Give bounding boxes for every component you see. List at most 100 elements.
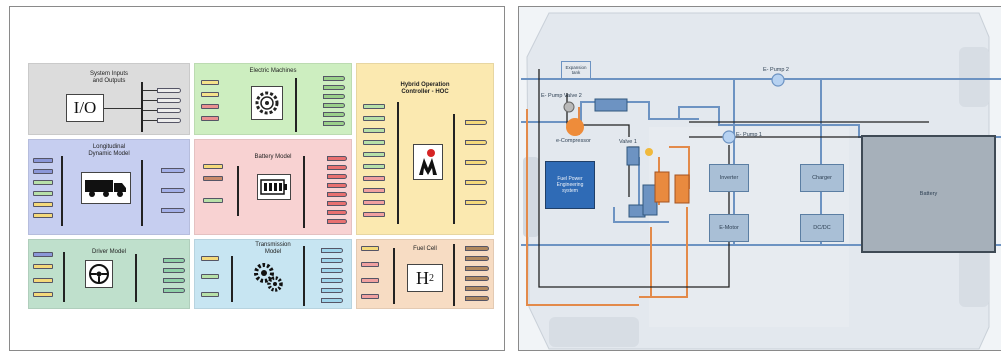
input-port[interactable]	[201, 80, 219, 85]
input-port[interactable]	[33, 169, 53, 174]
input-port[interactable]	[33, 158, 53, 163]
input-port[interactable]	[363, 128, 385, 133]
output-port[interactable]	[465, 266, 489, 271]
output-port[interactable]	[327, 183, 347, 188]
block-longitudinal-dynamic-model[interactable]: Longitudinal Dynamic Model	[28, 139, 190, 235]
output-port[interactable]	[321, 268, 343, 273]
output-port[interactable]	[465, 256, 489, 261]
output-port[interactable]	[321, 258, 343, 263]
e-pump-2-icon	[771, 73, 785, 87]
output-port[interactable]	[321, 288, 343, 293]
output-port[interactable]	[327, 165, 347, 170]
input-port[interactable]	[33, 180, 53, 185]
output-port[interactable]	[465, 296, 489, 301]
output-port[interactable]	[327, 192, 347, 197]
input-port[interactable]	[361, 278, 379, 283]
input-port[interactable]	[361, 294, 379, 299]
block-electric-machines[interactable]: Electric Machines	[194, 63, 352, 135]
input-port[interactable]	[201, 104, 219, 109]
input-port[interactable]	[363, 152, 385, 157]
output-port[interactable]	[163, 278, 185, 283]
output-port[interactable]	[161, 168, 185, 173]
block-system-io[interactable]: System Inputs and Outputs I/O	[28, 63, 190, 135]
output-port[interactable]	[157, 98, 181, 103]
output-port[interactable]	[327, 201, 347, 206]
output-port[interactable]	[161, 208, 185, 213]
output-port[interactable]	[323, 76, 345, 81]
block-hybrid-operation-controller[interactable]: Hybrid Operation Controller - HOC	[356, 63, 494, 235]
dc-dc-block[interactable]: DC/DC	[800, 214, 844, 242]
bus-bar	[141, 160, 143, 226]
input-port[interactable]	[363, 212, 385, 217]
output-port[interactable]	[327, 174, 347, 179]
input-port[interactable]	[361, 262, 379, 267]
input-port[interactable]	[201, 256, 219, 261]
expansion-tank-block[interactable]: Expansion tank	[561, 61, 591, 79]
output-port[interactable]	[163, 258, 185, 263]
output-port[interactable]	[323, 112, 345, 117]
output-port[interactable]	[327, 210, 347, 215]
output-port[interactable]	[321, 278, 343, 283]
block-title: Battery Model	[254, 154, 292, 160]
input-port[interactable]	[363, 164, 385, 169]
output-port[interactable]	[321, 248, 343, 253]
input-port[interactable]	[33, 202, 53, 207]
input-port[interactable]	[363, 140, 385, 145]
input-port[interactable]	[203, 176, 223, 181]
output-port[interactable]	[321, 298, 343, 303]
output-port[interactable]	[465, 246, 489, 251]
output-port[interactable]	[327, 219, 347, 224]
block-transmission-model[interactable]: Transmission Model	[194, 239, 352, 309]
output-port[interactable]	[323, 85, 345, 90]
input-port[interactable]	[363, 116, 385, 121]
bus-bar	[237, 166, 239, 216]
output-port[interactable]	[157, 88, 181, 93]
h2-subscript: 2	[429, 272, 434, 284]
output-port[interactable]	[465, 140, 487, 145]
output-port[interactable]	[157, 118, 181, 123]
block-battery-model[interactable]: Battery Model	[194, 139, 352, 235]
e-motor-block[interactable]: E-Motor	[709, 214, 749, 242]
output-port[interactable]	[465, 180, 487, 185]
input-port[interactable]	[363, 176, 385, 181]
input-port[interactable]	[33, 213, 53, 218]
fuel-power-engineering-block[interactable]: Fuel Power Engineering system	[545, 161, 595, 209]
block-driver-model[interactable]: Driver Model	[28, 239, 190, 309]
input-port[interactable]	[33, 252, 53, 257]
output-port[interactable]	[323, 94, 345, 99]
input-port[interactable]	[203, 164, 223, 169]
output-port[interactable]	[161, 188, 185, 193]
input-port[interactable]	[33, 191, 53, 196]
input-port[interactable]	[363, 104, 385, 109]
inverter-block[interactable]: Inverter	[709, 164, 749, 192]
input-port[interactable]	[201, 274, 219, 279]
output-port[interactable]	[465, 120, 487, 125]
input-port[interactable]	[363, 188, 385, 193]
motor-gear-icon	[251, 86, 283, 120]
output-port[interactable]	[323, 103, 345, 108]
input-port[interactable]	[363, 200, 385, 205]
output-port[interactable]	[163, 288, 185, 293]
input-port[interactable]	[33, 292, 53, 297]
output-port[interactable]	[465, 200, 487, 205]
vehicle-outline	[519, 7, 1001, 350]
charger-block[interactable]: Charger	[800, 164, 844, 192]
input-port[interactable]	[201, 116, 219, 121]
output-port[interactable]	[465, 276, 489, 281]
output-port[interactable]	[465, 160, 487, 165]
output-port[interactable]	[323, 121, 345, 126]
wire	[143, 110, 157, 111]
input-port[interactable]	[33, 264, 53, 269]
output-port[interactable]	[465, 286, 489, 291]
input-port[interactable]	[33, 278, 53, 283]
input-port[interactable]	[201, 292, 219, 297]
output-port[interactable]	[327, 156, 347, 161]
block-title: Fuel Cell	[413, 246, 437, 252]
battery-block[interactable]: Battery	[861, 135, 996, 253]
output-port[interactable]	[157, 108, 181, 113]
output-port[interactable]	[163, 268, 185, 273]
input-port[interactable]	[201, 92, 219, 97]
input-port[interactable]	[203, 198, 223, 203]
input-port[interactable]	[361, 246, 379, 251]
